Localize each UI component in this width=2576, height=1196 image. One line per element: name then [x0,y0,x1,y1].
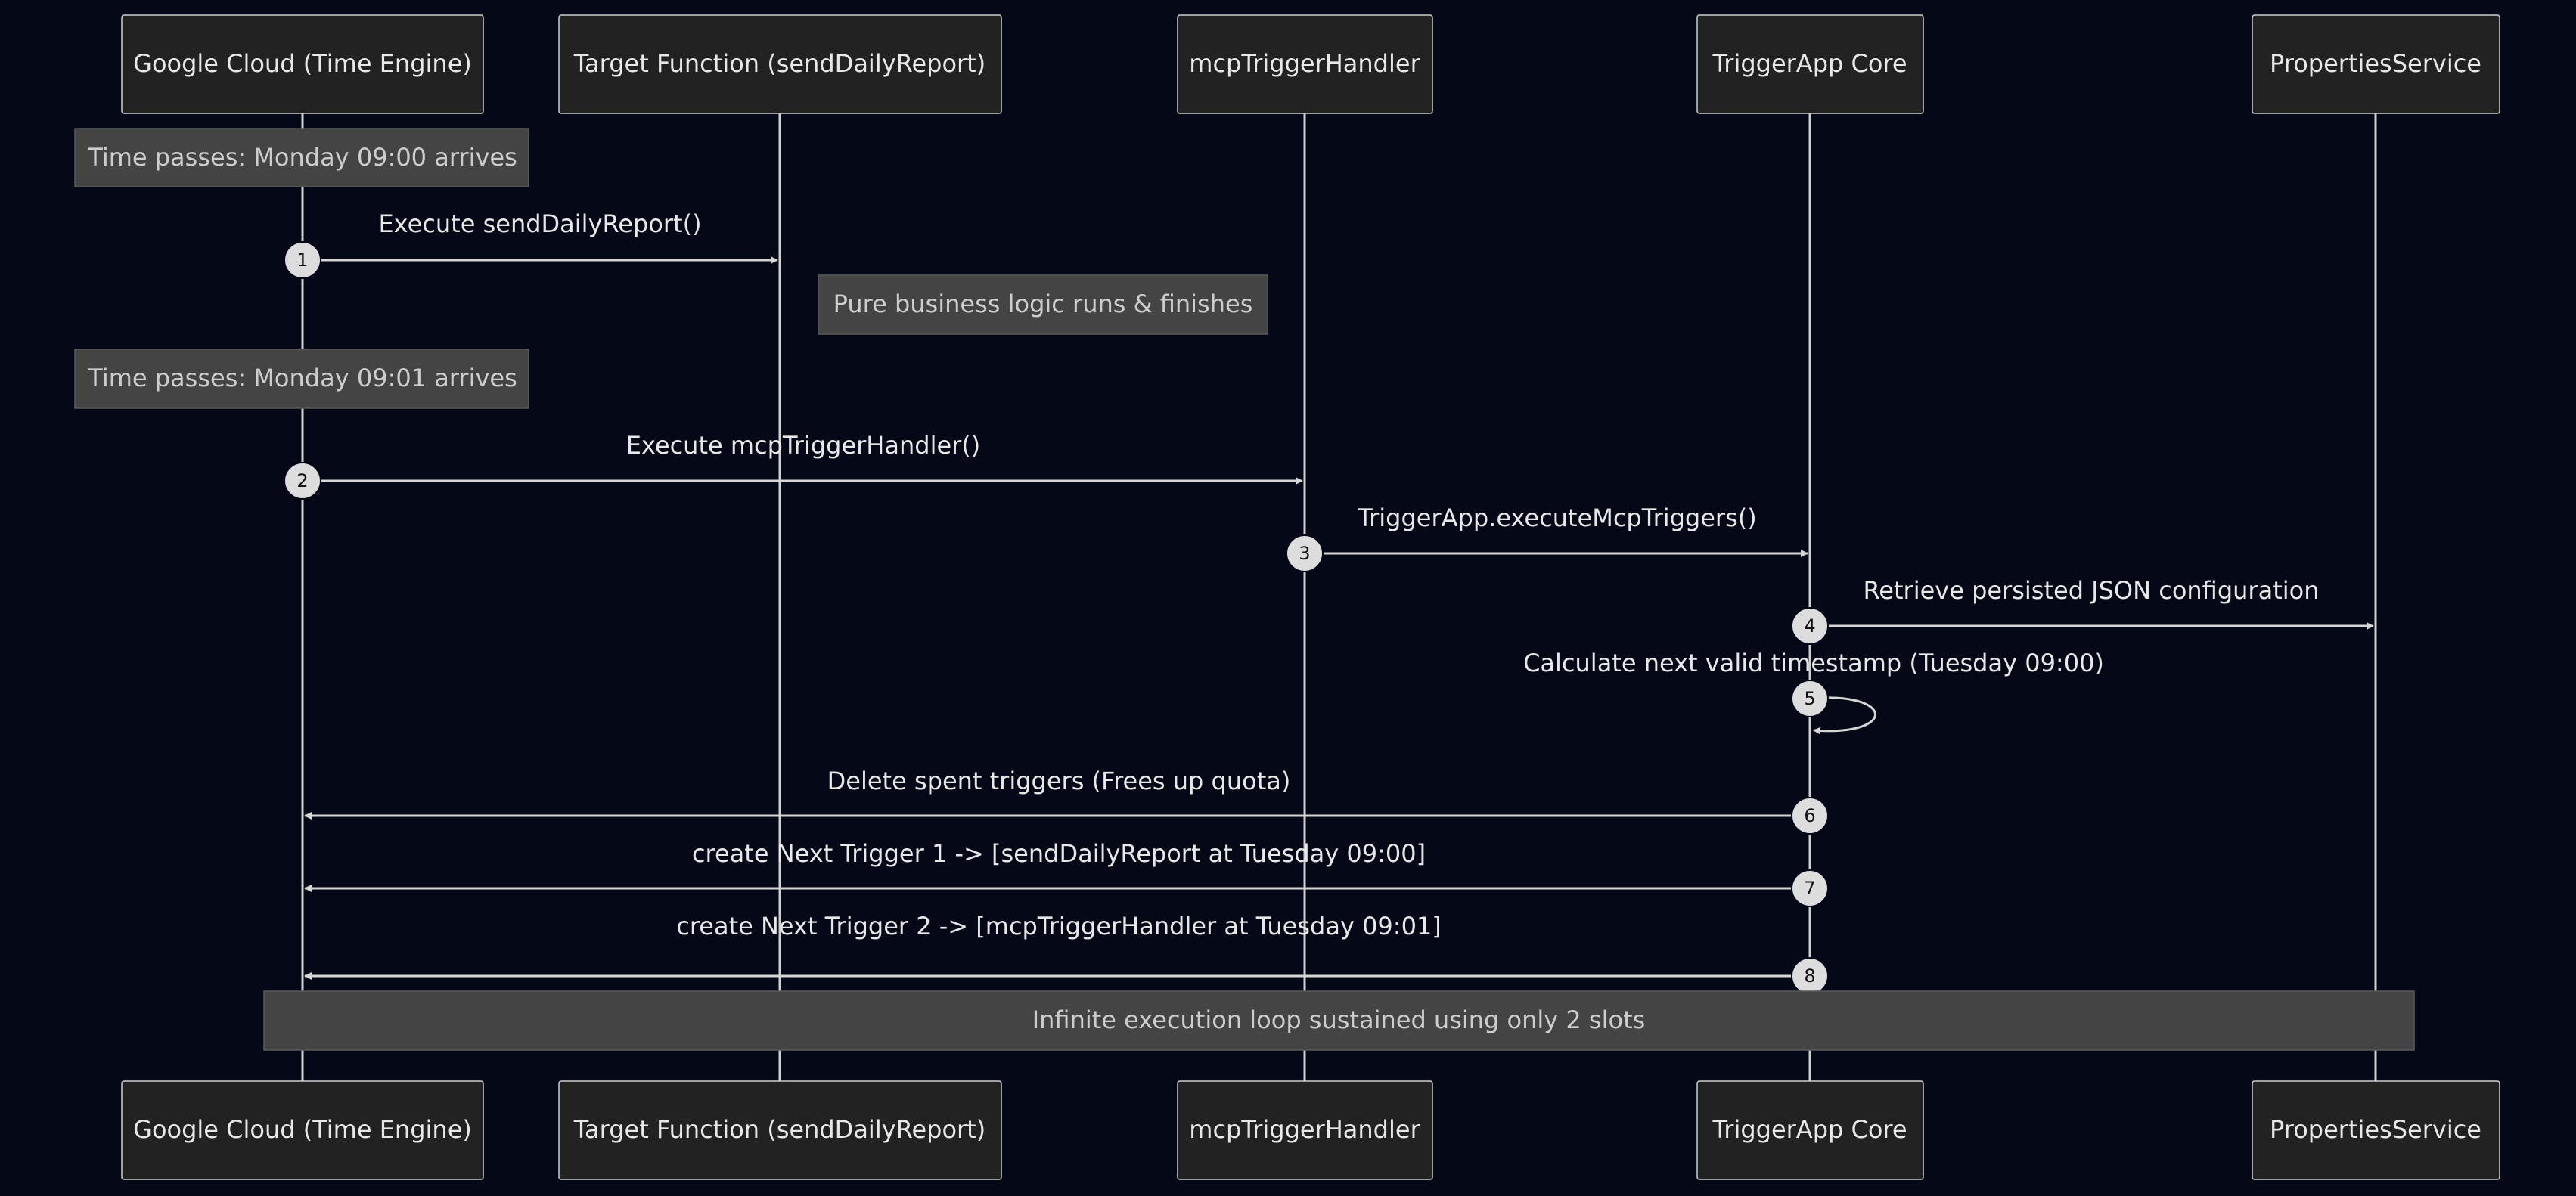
step-badge [1286,534,1324,572]
message-label: Execute sendDailyReport() [378,209,701,238]
step-badge [284,241,321,279]
step-number: 5 [1804,688,1815,709]
step-number: 7 [1804,878,1815,899]
message-label: create Next Trigger 2 -> [mcpTriggerHand… [676,912,1442,940]
actor-label: TriggerApp Core [1712,49,1907,78]
actor-props-bottom: PropertiesService [2252,1080,2500,1180]
step-number: 6 [1804,805,1815,826]
actor-label: mcpTriggerHandler [1189,1115,1420,1144]
step-number: 8 [1804,965,1815,987]
message-label: TriggerApp.executeMcpTriggers() [1357,503,1756,532]
actor-gcloud-top: Google Cloud (Time Engine) [121,14,484,114]
note-label: Pure business logic runs & finishes [833,290,1253,318]
step-number: 2 [296,470,308,491]
note-monday-0900: Time passes: Monday 09:00 arrives [74,128,529,187]
message-1: Execute sendDailyReport() 1 [284,209,778,279]
step-number: 4 [1804,615,1815,637]
actor-props-top: PropertiesService [2252,14,2500,114]
step-badge [1791,607,1829,645]
note-label: Time passes: Monday 09:01 arrives [87,364,517,392]
note-label: Infinite execution loop sustained using … [1032,1005,1646,1034]
message-label: Delete spent triggers (Frees up quota) [827,767,1291,795]
actor-target-bottom: Target Function (sendDailyReport) [558,1080,1002,1180]
message-label: Execute mcpTriggerHandler() [626,431,981,460]
message-label: Retrieve persisted JSON configuration [1864,576,2320,605]
actor-label: Google Cloud (Time Engine) [133,49,472,78]
actor-core-bottom: TriggerApp Core [1696,1080,1924,1180]
actor-label: TriggerApp Core [1712,1115,1907,1144]
actor-label: mcpTriggerHandler [1189,49,1420,78]
message-2: Execute mcpTriggerHandler() 2 [284,431,1303,500]
lifelines [301,113,2377,1081]
actor-gcloud-bottom: Google Cloud (Time Engine) [121,1080,484,1180]
actor-label: Google Cloud (Time Engine) [133,1115,472,1144]
message-7: create Next Trigger 1 -> [sendDailyRepor… [304,839,1829,907]
message-label: create Next Trigger 1 -> [sendDailyRepor… [692,839,1426,868]
message-5: Calculate next valid timestamp (Tuesday … [1523,649,2104,735]
note-infinite-loop: Infinite execution loop sustained using … [263,990,2415,1051]
message-label: Calculate next valid timestamp (Tuesday … [1523,649,2104,677]
message-4: Retrieve persisted JSON configuration 4 [1791,576,2374,645]
actor-handler-top: mcpTriggerHandler [1177,14,1433,114]
actor-label: PropertiesService [2270,1115,2481,1144]
actor-handler-bottom: mcpTriggerHandler [1177,1080,1433,1180]
message-8: create Next Trigger 2 -> [mcpTriggerHand… [304,912,1829,995]
actor-label: Target Function (sendDailyReport) [573,49,985,78]
note-label: Time passes: Monday 09:00 arrives [87,143,517,172]
message-3: TriggerApp.executeMcpTriggers() 3 [1286,503,1808,572]
note-pure-logic: Pure business logic runs & finishes [818,274,1268,335]
actor-core-top: TriggerApp Core [1696,14,1924,114]
step-badge [284,462,321,500]
actor-label: Target Function (sendDailyReport) [573,1115,985,1144]
actor-label: PropertiesService [2270,49,2481,78]
message-self-arrow [1809,696,1876,735]
step-number: 1 [296,249,308,271]
step-badge [1791,869,1829,907]
step-badge [1791,797,1829,835]
step-number: 3 [1299,543,1310,564]
message-6: Delete spent triggers (Frees up quota) 6 [304,767,1829,835]
step-badge [1791,680,1829,717]
note-monday-0901: Time passes: Monday 09:01 arrives [74,349,529,409]
actor-target-top: Target Function (sendDailyReport) [558,14,1002,114]
